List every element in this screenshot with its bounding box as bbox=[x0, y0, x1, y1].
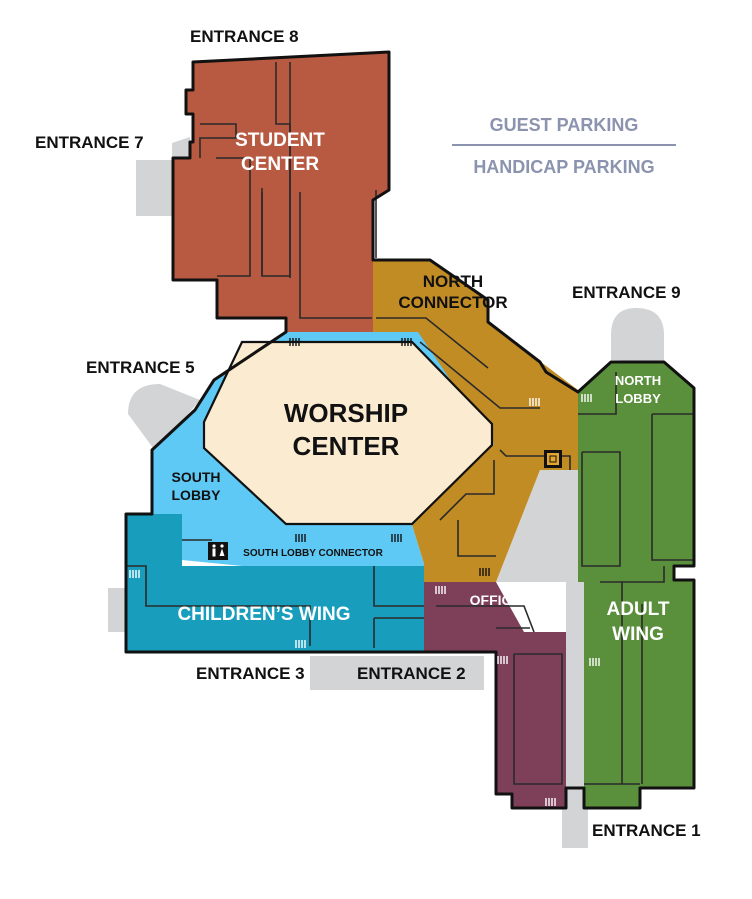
stairs-icon bbox=[589, 658, 600, 666]
adult-wing-label: ADULT bbox=[607, 599, 670, 620]
legend-handicap-parking: HANDICAP PARKING bbox=[473, 157, 654, 177]
stairs-icon bbox=[295, 640, 306, 648]
north-connector-label-line2: CONNECTOR bbox=[398, 293, 507, 312]
student-center-area bbox=[173, 52, 389, 332]
south-lobby-label-line2: LOBBY bbox=[172, 487, 222, 503]
north-lobby-label: NORTH bbox=[615, 373, 661, 388]
offices-area bbox=[424, 582, 566, 808]
stairs-icon bbox=[289, 338, 300, 346]
north-lobby-label-line2: LOBBY bbox=[615, 391, 661, 406]
stairs-icon bbox=[435, 586, 446, 594]
childrens-wing-area bbox=[126, 514, 424, 652]
student-center-label-line2: CENTER bbox=[241, 154, 319, 175]
stairs-icon bbox=[581, 394, 592, 402]
entrance-5-parking bbox=[128, 384, 200, 452]
adult-wing-label-line2: WING bbox=[612, 624, 664, 645]
stairs-icon bbox=[129, 570, 140, 578]
stairs-icon bbox=[545, 798, 556, 806]
entrance-2-label: ENTRANCE 2 bbox=[357, 664, 466, 683]
entrance-3-parking bbox=[108, 588, 126, 632]
elevator-icon bbox=[544, 450, 562, 468]
stairs-icon bbox=[529, 398, 540, 406]
stairs-icon bbox=[391, 534, 402, 542]
stairs-icon bbox=[497, 656, 508, 664]
restroom-icon bbox=[208, 542, 228, 560]
worship-center-label: WORSHIP bbox=[284, 398, 408, 428]
entrance-2-parking bbox=[310, 656, 484, 690]
stairs-icon bbox=[479, 568, 490, 576]
entrance-8-label: ENTRANCE 8 bbox=[190, 27, 299, 46]
entrance-1-parking bbox=[562, 808, 588, 848]
north-connector-label: NORTH bbox=[423, 272, 483, 291]
building-outline bbox=[124, 50, 696, 810]
parking-areas bbox=[108, 137, 664, 848]
worship-center-border bbox=[202, 340, 494, 526]
entrance-1-label: ENTRANCE 1 bbox=[592, 821, 701, 840]
south-lobby-label: SOUTH bbox=[172, 469, 221, 485]
stairs-icon bbox=[401, 338, 412, 346]
entrance-9-parking bbox=[611, 308, 664, 362]
interior-walls bbox=[126, 62, 695, 785]
adult-wing-area bbox=[578, 362, 694, 808]
north-connector-area bbox=[373, 260, 578, 582]
stairs-icon bbox=[295, 534, 306, 542]
entrance-7-label: ENTRANCE 7 bbox=[35, 133, 144, 152]
worship-center-area bbox=[204, 342, 492, 524]
childrens-wing-label: CHILDREN’S WING bbox=[177, 604, 350, 625]
worship-center-label-line2: CENTER bbox=[293, 431, 400, 461]
entrance-3-label: ENTRANCE 3 bbox=[196, 664, 305, 683]
entrance-9-label: ENTRANCE 9 bbox=[572, 283, 681, 302]
legend-guest-parking: GUEST PARKING bbox=[490, 115, 639, 135]
offices-label: OFFICES bbox=[470, 592, 531, 608]
central-walkway bbox=[496, 470, 584, 810]
entrance-5-label: ENTRANCE 5 bbox=[86, 358, 195, 377]
student-center-label: STUDENT bbox=[235, 130, 325, 151]
south-lobby-connector-label: SOUTH LOBBY CONNECTOR bbox=[243, 548, 383, 559]
